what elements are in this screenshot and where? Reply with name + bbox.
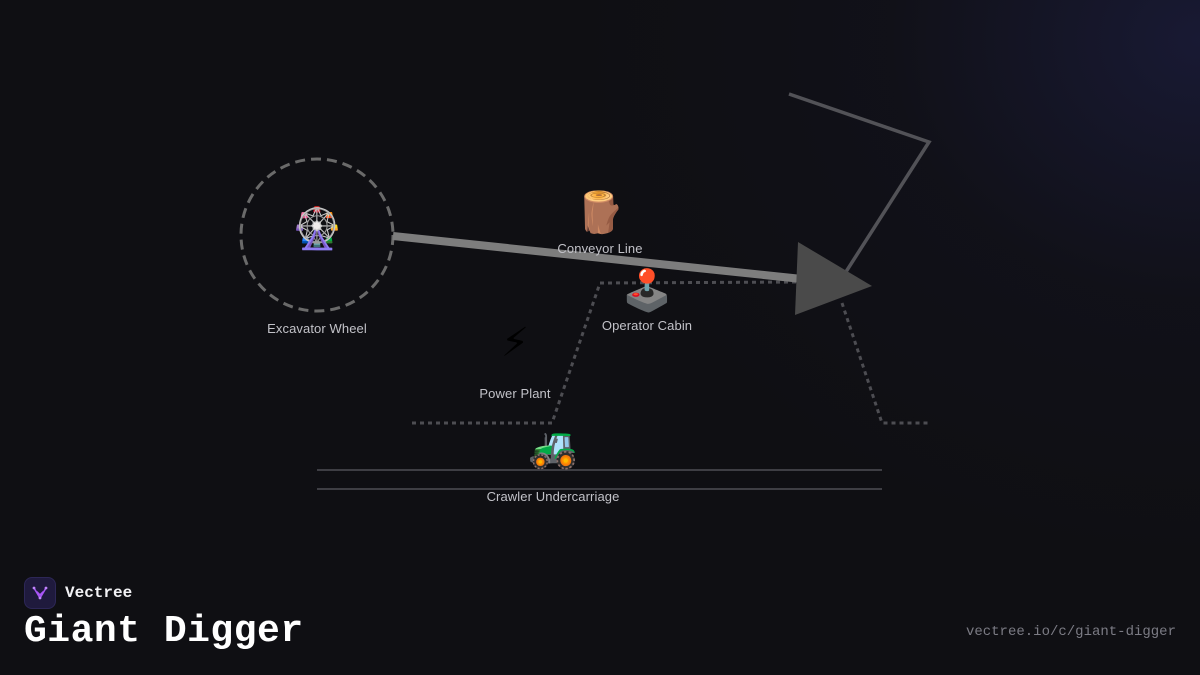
tractor-icon: 🚜	[528, 426, 578, 470]
node-power-plant[interactable]: ⚡ Power Plant	[479, 320, 550, 401]
node-operator-cabin[interactable]: 🕹️ Operator Cabin	[602, 268, 692, 333]
excavator-wheel-ring	[239, 157, 395, 313]
node-label: Excavator Wheel	[267, 321, 367, 336]
node-label: Operator Cabin	[601, 318, 693, 333]
boom-cable	[788, 92, 932, 279]
node-crawler-undercarriage[interactable]: 🚜 Crawler Undercarriage	[487, 425, 620, 504]
lightning-icon: ⚡	[500, 321, 530, 365]
brand-name: Vectree	[65, 584, 133, 602]
wood-log-icon: 🪵	[575, 191, 625, 235]
node-excavator-wheel[interactable]: 🎡 Excavator Wheel	[267, 206, 367, 336]
node-conveyor-line[interactable]: 🪵 Conveyor Line	[557, 190, 642, 256]
joystick-icon: 🕹️	[622, 269, 672, 313]
vectree-logo-icon	[24, 577, 56, 609]
conveyor-boom	[392, 232, 803, 283]
node-label: Power Plant	[479, 386, 551, 401]
ferris-wheel-icon: 🎡	[292, 207, 342, 251]
rear-outline	[840, 302, 928, 425]
node-label: Conveyor Line	[557, 241, 643, 256]
node-label: Crawler Undercarriage	[486, 489, 620, 504]
page-title: Giant Digger	[24, 610, 304, 653]
boom-arrowhead	[795, 242, 872, 315]
brand[interactable]: Vectree	[24, 577, 132, 609]
page-url[interactable]: vectree.io/c/giant-digger	[965, 624, 1176, 640]
